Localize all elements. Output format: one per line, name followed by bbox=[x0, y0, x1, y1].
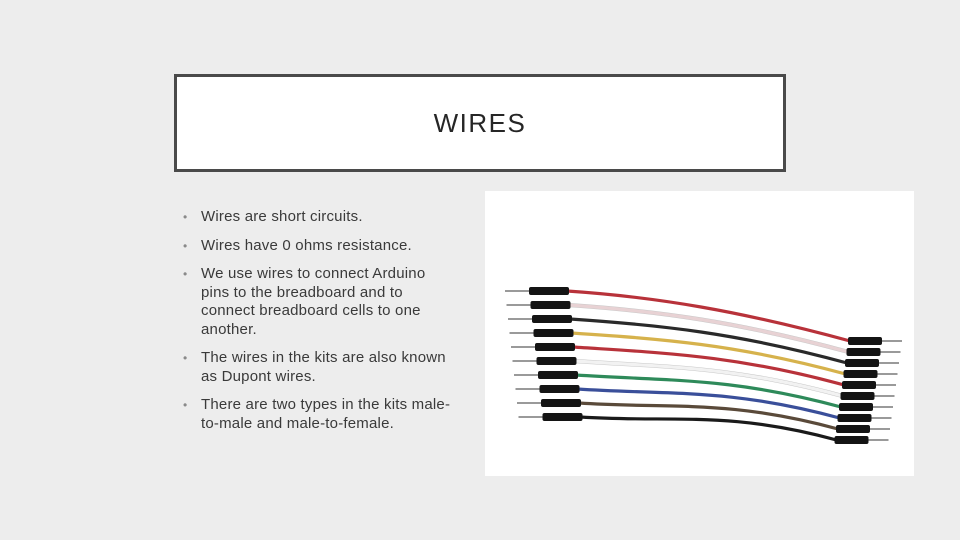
bullet-dot-icon: • bbox=[183, 238, 188, 253]
wire bbox=[575, 387, 842, 420]
wire bbox=[577, 401, 840, 431]
wire bbox=[566, 303, 851, 354]
right-connector-housing bbox=[843, 370, 878, 378]
left-connector-housing bbox=[536, 357, 577, 365]
left-connector-housing bbox=[532, 315, 572, 323]
bullet-text: The wires in the kits are also known as … bbox=[201, 349, 446, 385]
left-connector-housing bbox=[533, 329, 574, 337]
wire bbox=[568, 317, 849, 365]
bullet-text: There are two types in the kits male-to-… bbox=[201, 396, 451, 432]
wire bbox=[565, 289, 852, 343]
bullet-item: • We use wires to connect Arduino pins t… bbox=[183, 265, 458, 339]
left-connectors-group bbox=[505, 287, 583, 421]
right-connector-housing bbox=[848, 337, 882, 345]
bullet-dot-icon: • bbox=[183, 351, 188, 365]
bullet-item: • Wires have 0 ohms resistance. bbox=[183, 237, 458, 256]
wire bbox=[574, 373, 843, 409]
jumper-wires-image bbox=[485, 191, 914, 476]
right-connector-housing bbox=[845, 359, 879, 367]
bullet-dot-icon: • bbox=[183, 267, 188, 281]
wire bbox=[578, 415, 839, 442]
left-connector-housing bbox=[538, 371, 578, 379]
wire bbox=[569, 331, 848, 376]
right-connector-housing bbox=[836, 425, 870, 433]
right-connectors-group bbox=[834, 337, 902, 444]
bullet-item: • Wires are short circuits. bbox=[183, 208, 458, 227]
title-box: WIRES bbox=[174, 74, 786, 172]
right-connector-housing bbox=[840, 392, 875, 400]
bullet-item: • There are two types in the kits male-t… bbox=[183, 396, 458, 433]
bullet-text: We use wires to connect Arduino pins to … bbox=[201, 265, 426, 338]
left-connector-housing bbox=[535, 343, 575, 351]
wires-group bbox=[565, 289, 852, 442]
right-connector-housing bbox=[846, 348, 881, 356]
jumper-wires-illustration bbox=[505, 287, 902, 444]
right-connector-housing bbox=[837, 414, 872, 422]
left-connector-housing bbox=[530, 301, 571, 309]
bullet-list: • Wires are short circuits. • Wires have… bbox=[183, 208, 458, 443]
left-connector-housing bbox=[529, 287, 569, 295]
bullet-item: • The wires in the kits are also known a… bbox=[183, 349, 458, 386]
right-connector-housing bbox=[842, 381, 876, 389]
wire bbox=[571, 345, 846, 387]
left-connector-housing bbox=[542, 413, 583, 421]
bullet-text: Wires have 0 ohms resistance. bbox=[201, 236, 412, 254]
bullet-dot-icon: • bbox=[183, 210, 188, 224]
slide-title: WIRES bbox=[433, 107, 527, 138]
bullet-text: Wires are short circuits. bbox=[201, 208, 363, 225]
bullet-dot-icon: • bbox=[183, 398, 188, 412]
right-connector-housing bbox=[839, 403, 873, 411]
left-connector-housing bbox=[539, 385, 580, 393]
wire bbox=[572, 359, 845, 398]
left-connector-housing bbox=[541, 399, 581, 407]
right-connector-housing bbox=[834, 436, 869, 444]
